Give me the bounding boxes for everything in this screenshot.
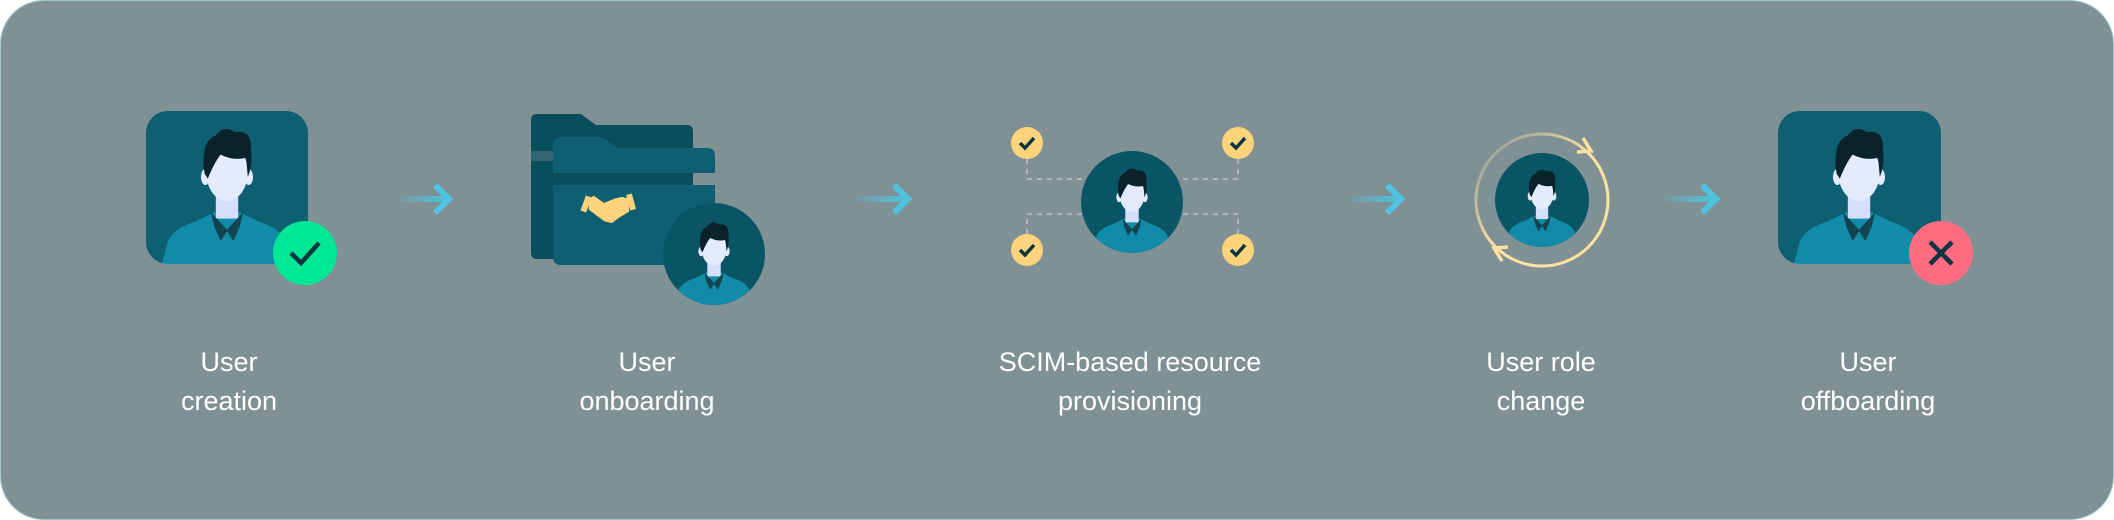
- label-line: User role: [1486, 347, 1596, 377]
- resource-check-icon: [1009, 232, 1045, 268]
- resource-check-icon: [1220, 125, 1256, 161]
- step-label-user-creation: User creation: [49, 343, 409, 421]
- user-creation-icon: [146, 111, 337, 285]
- resource-check-icon: [1009, 125, 1045, 161]
- handshake-icon: [580, 193, 636, 225]
- refresh-ring: [1474, 132, 1610, 268]
- refresh-arrowhead-icon: [1490, 245, 1509, 262]
- label-line: User: [618, 347, 676, 377]
- remove-badge-icon: [1909, 221, 1973, 285]
- label-line: provisioning: [1057, 386, 1203, 416]
- refresh-arrowhead-icon: [1576, 137, 1595, 154]
- step-label-user-role-change: User role change: [1361, 343, 1721, 421]
- arrow-right-icon: [1345, 185, 1401, 213]
- arrow-right-icon: [393, 185, 449, 213]
- step-label-user-onboarding: User onboarding: [467, 343, 827, 421]
- connector-lines: [1026, 159, 1239, 234]
- label-line: SCIM-based resource: [998, 347, 1262, 377]
- label-line: change: [1496, 386, 1586, 416]
- scim-provisioning-icon: [1009, 125, 1256, 268]
- arrow-right-icon: [852, 185, 908, 213]
- resource-check-icon: [1220, 232, 1256, 268]
- check-badge-icon: [273, 221, 337, 285]
- label-line: onboarding: [579, 386, 715, 416]
- label-line: offboarding: [1800, 386, 1936, 416]
- user-refresh-icon: [1474, 132, 1610, 268]
- front-folder-tab: [553, 137, 715, 173]
- step-label-user-offboarding: User offboarding: [1688, 343, 2048, 421]
- label-line: creation: [180, 386, 278, 416]
- label-line: User: [1839, 347, 1897, 377]
- step-label-scim-provisioning: SCIM-based resource provisioning: [950, 343, 1310, 421]
- label-line: User: [200, 347, 258, 377]
- arrow-right-icon: [1660, 185, 1716, 213]
- user-offboarding-icon: [1778, 111, 1973, 285]
- folder-handshake-icon: [531, 114, 765, 305]
